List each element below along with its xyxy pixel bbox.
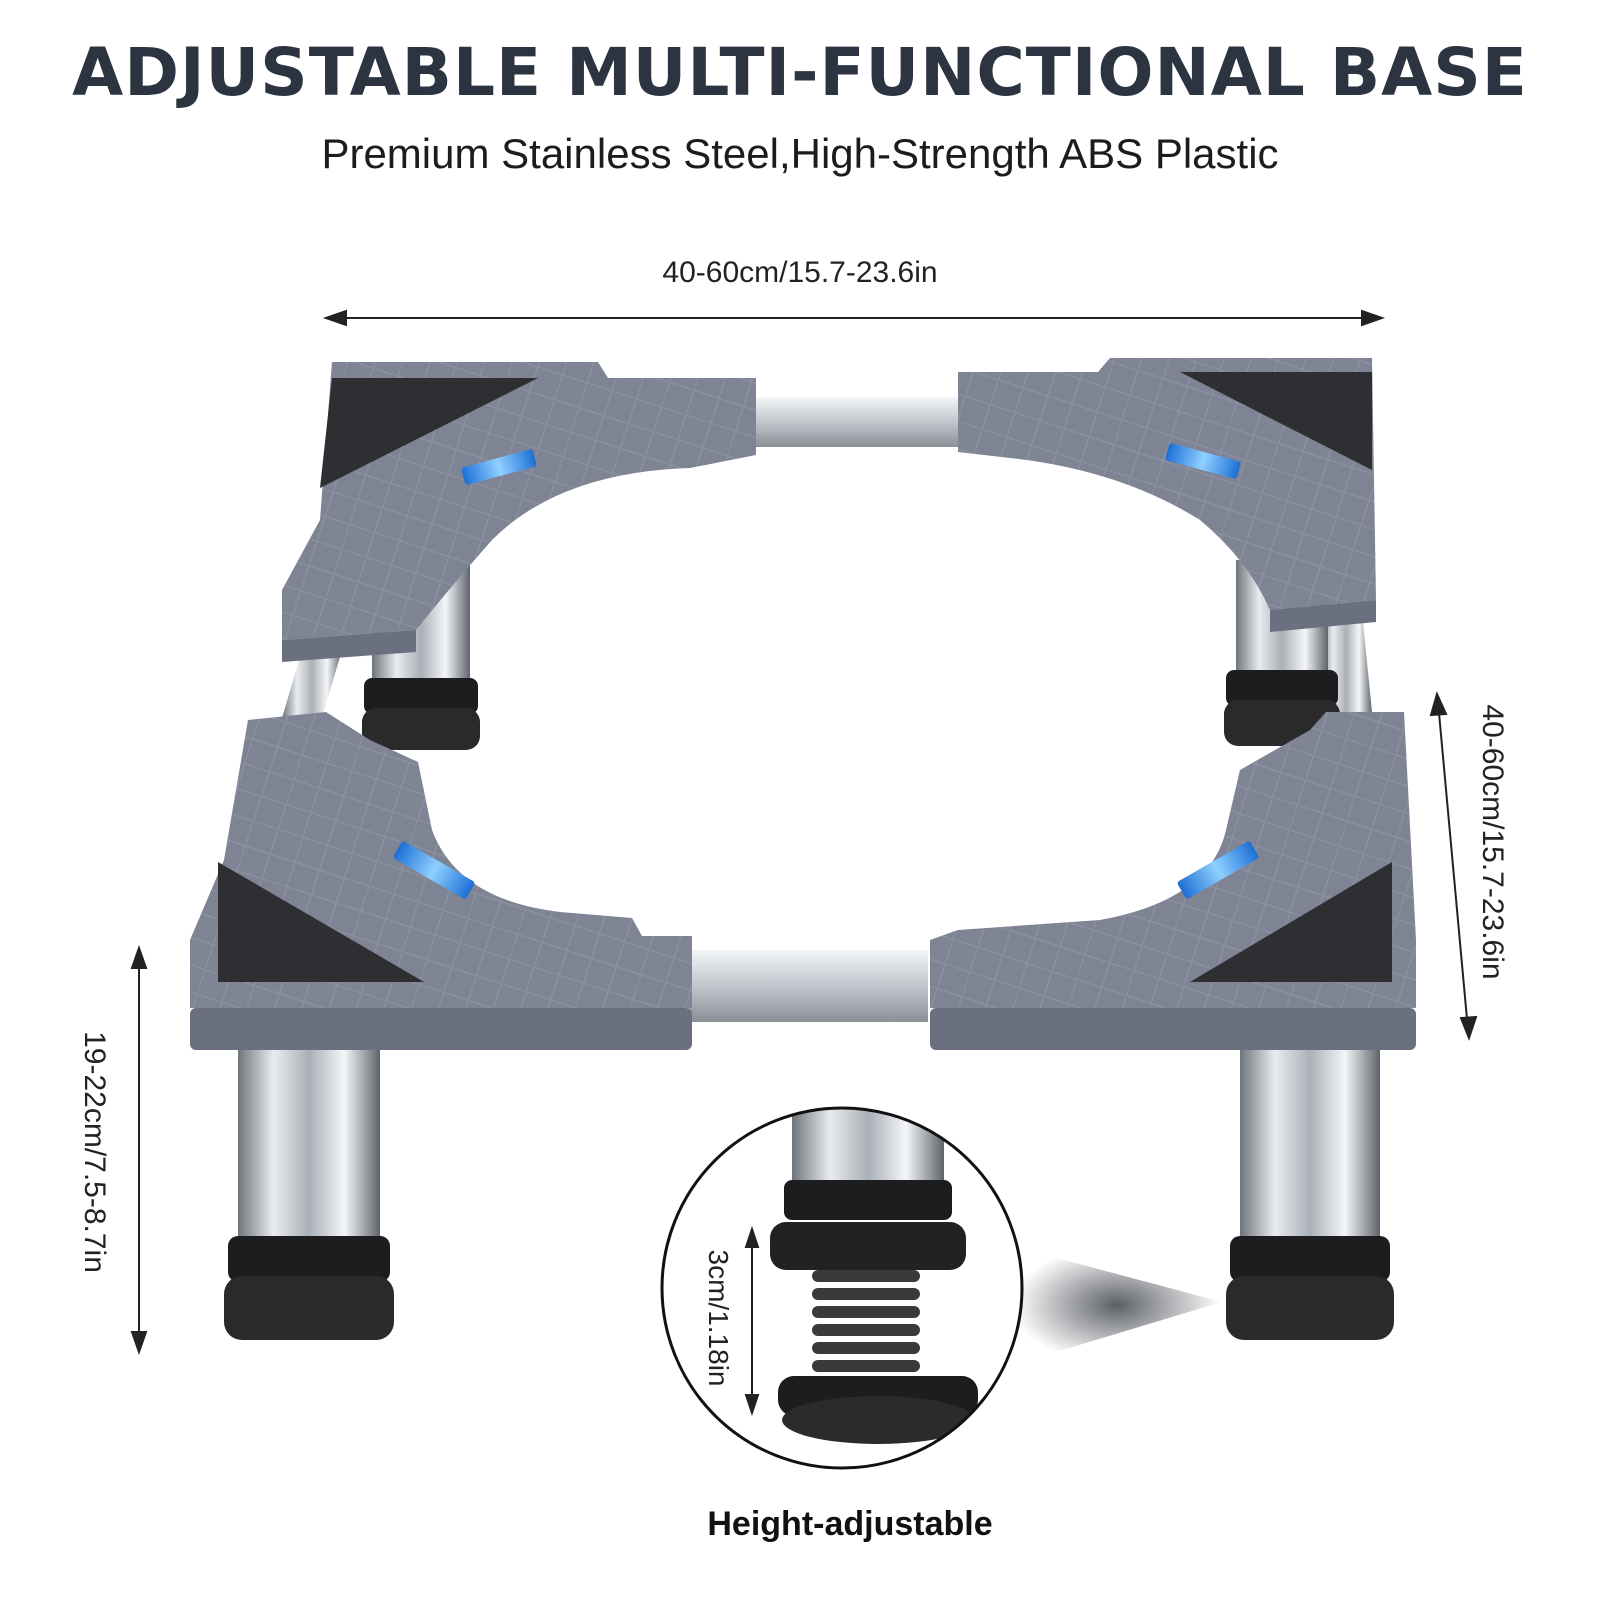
height-arrow [130,944,148,1356]
depth-arrow [1429,691,1478,1041]
depth-dimension-label: 40-60cm/15.7-23.6in [1476,704,1509,980]
adjustment-dimension-label: 3cm/1.18in [703,1249,734,1387]
front-left-corner-plate [190,712,692,1050]
width-arrow [322,309,1386,327]
page-subtitle: Premium Stainless Steel,High-Strength AB… [321,130,1279,177]
front-right-corner-plate [930,712,1416,1050]
inset-caption: Height-adjustable [707,1505,993,1543]
left-rail [282,650,342,718]
back-rail [740,397,960,447]
front-right-leg [1226,1050,1394,1340]
back-right-corner-plate [958,358,1376,632]
back-left-corner-plate [282,362,756,662]
height-dimension-label: 19-22cm/7.5-8.7in [78,1031,111,1273]
adjustment-arrow [744,1225,760,1417]
front-left-leg [224,1050,394,1340]
zoom-pointer-shadow [1012,1246,1222,1364]
front-rail [688,950,928,1022]
page-title: ADJUSTABLE MULTI-FUNCTIONAL BASE [72,34,1528,111]
width-dimension-label: 40-60cm/15.7-23.6in [662,256,938,289]
